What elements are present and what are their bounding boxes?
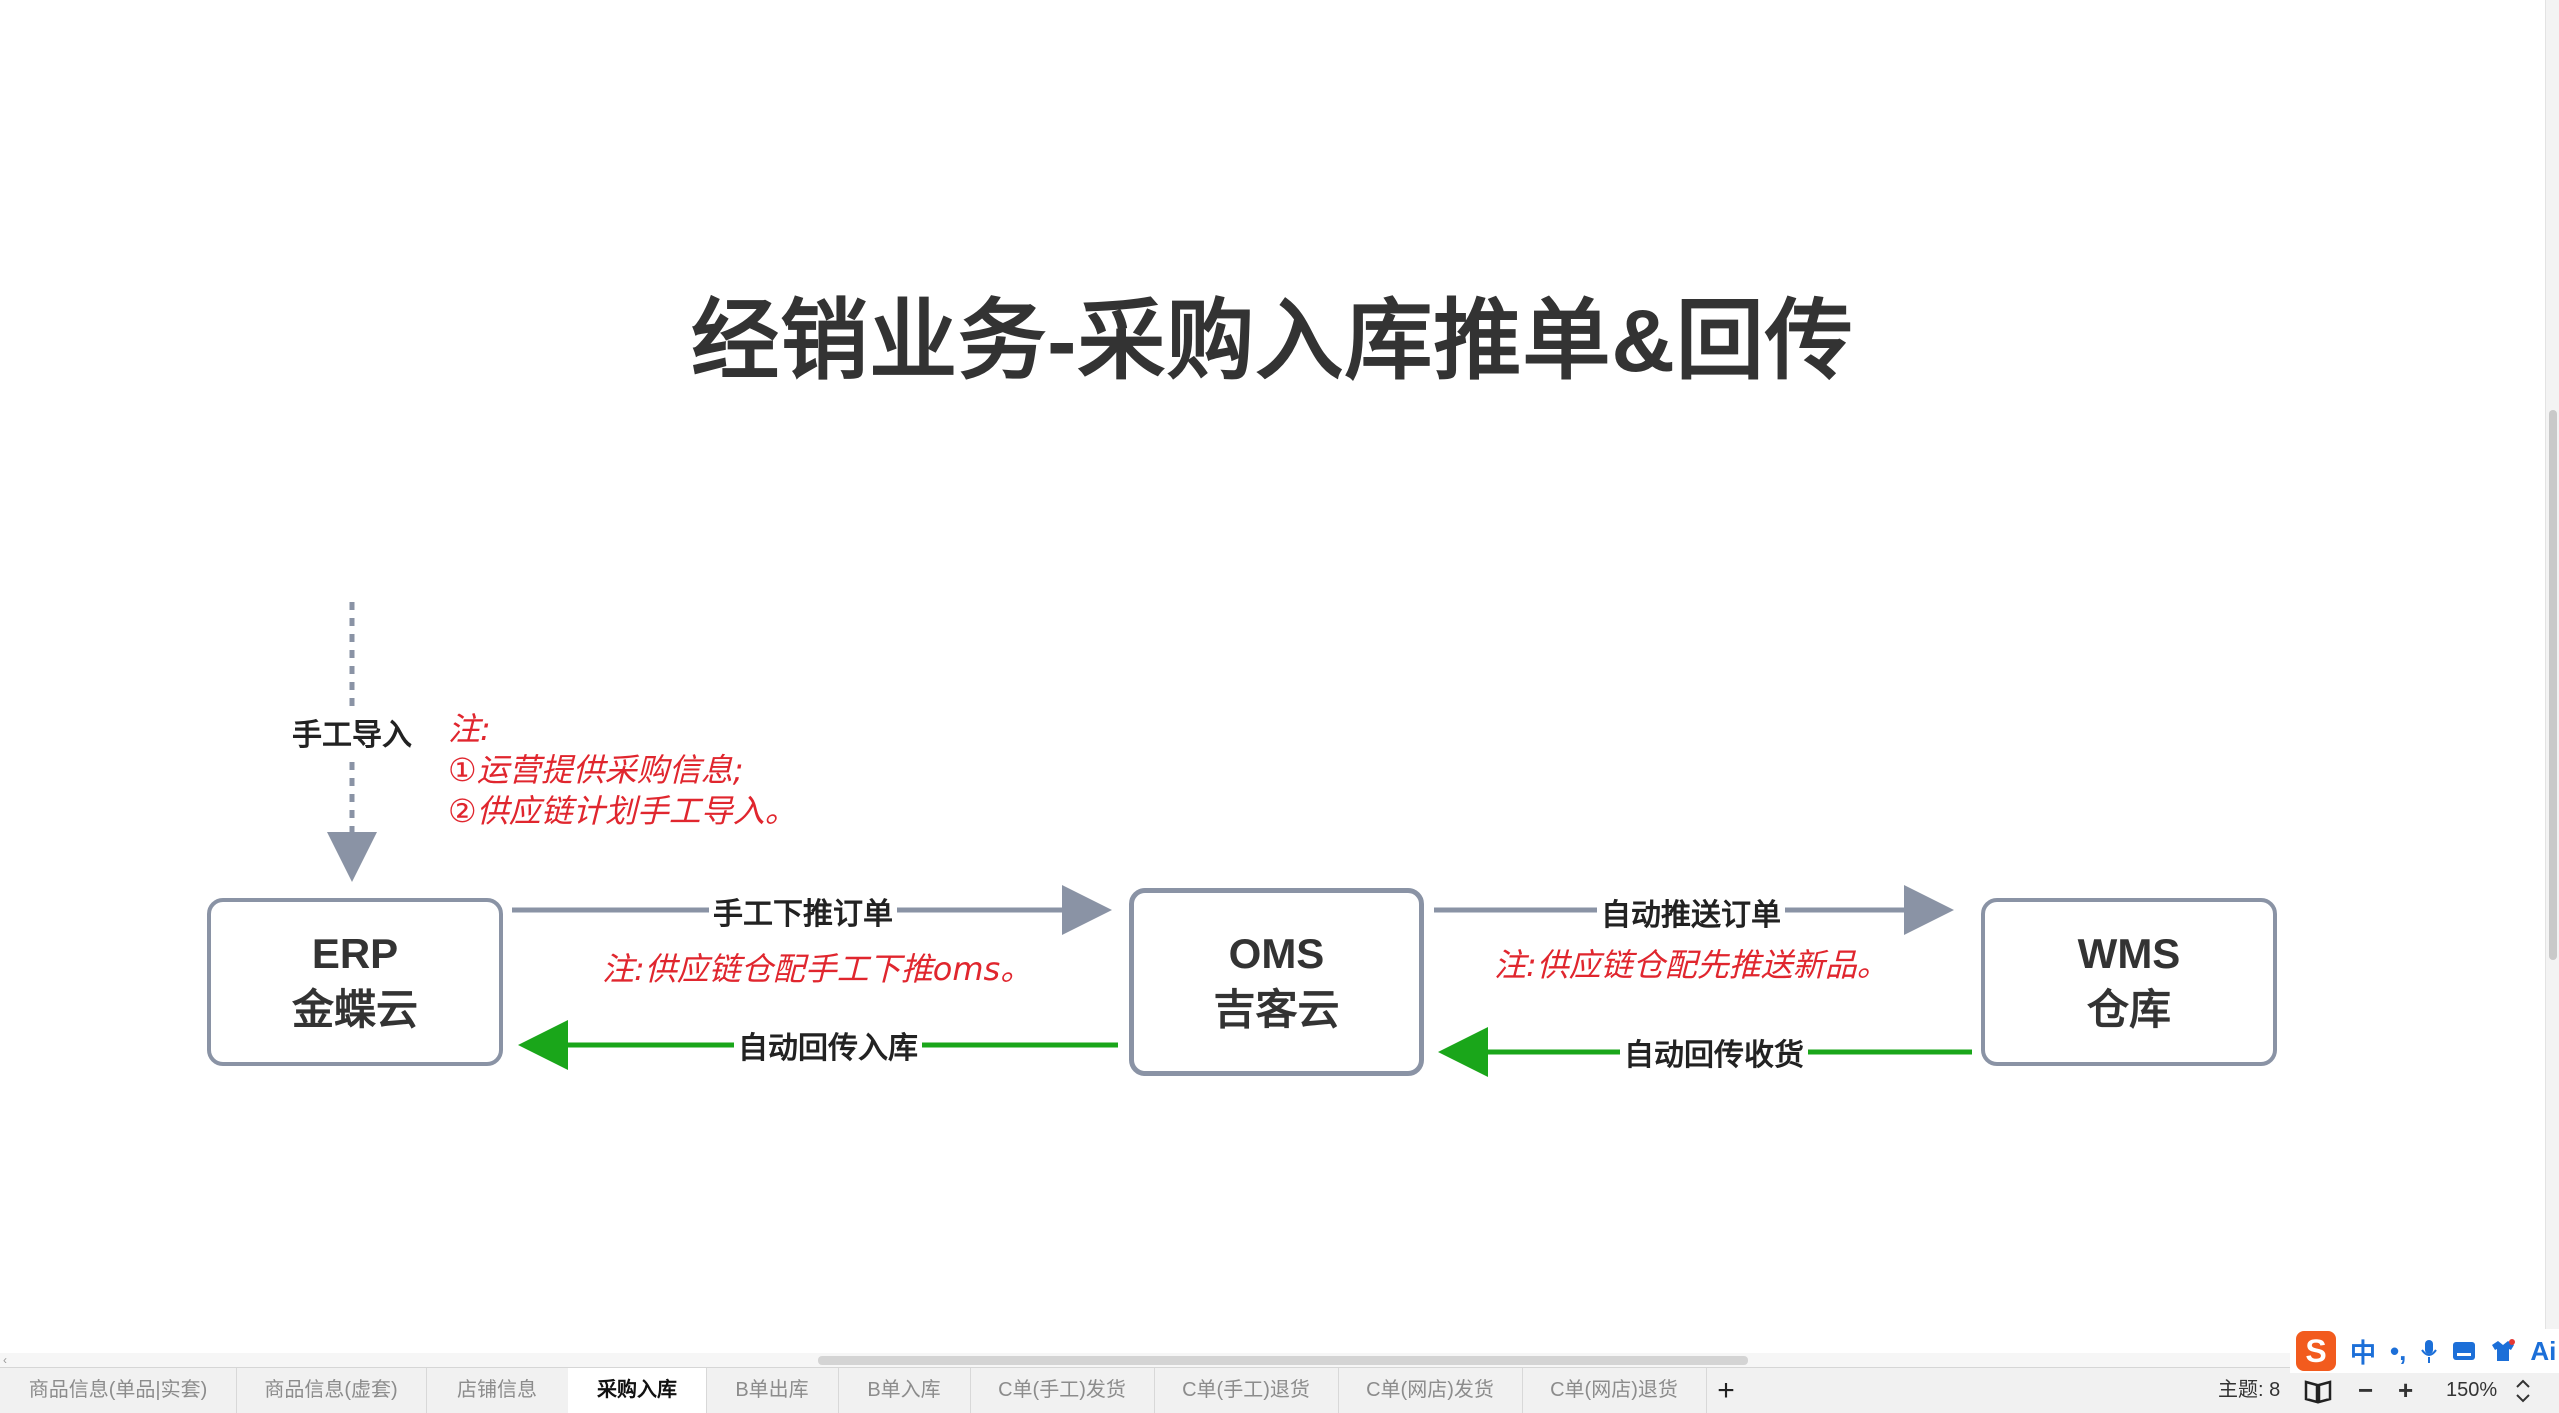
zoom-in-button[interactable]: + (2398, 1375, 2414, 1405)
import-note-line: 注: (448, 710, 491, 748)
oms-node-system: 吉客云 (1213, 986, 1340, 1033)
wms-node-system: 仓库 (2086, 986, 2171, 1033)
add-sheet-button[interactable]: + (1717, 1374, 1735, 1407)
ime-ai[interactable]: Ai (2530, 1335, 2557, 1366)
zoom-level[interactable]: 150% (2446, 1379, 2498, 1401)
zoom-stepper-icon[interactable] (2515, 1378, 2531, 1404)
import-note: 注: ①运营提供采购信息; ②供应链计划手工导入。 (448, 709, 797, 832)
tab-b-inbound[interactable]: B单入库 (838, 1368, 971, 1413)
erp-node-name: ERP (311, 930, 399, 977)
slide-canvas: 经销业务-采购入库推单&回传 ERP 金蝶云 OMS 吉客云 WMS 仓库 手工… (207, 291, 2277, 1077)
ime-punct[interactable]: •, (2390, 1335, 2407, 1366)
wms-node-name: WMS (2077, 930, 2181, 977)
scroll-left-icon[interactable]: ‹ (3, 1353, 7, 1367)
tab-product-virtual[interactable]: 商品信息(虚套) (236, 1368, 427, 1413)
tab-c-manual-return[interactable]: C单(手工)退货 (1154, 1368, 1339, 1413)
erp-node: ERP 金蝶云 (207, 898, 503, 1066)
theme-status: 主题: 8 (2218, 1379, 2281, 1401)
wms-node: WMS 仓库 (1981, 898, 2277, 1066)
manual-import-label: 手工导入 (288, 710, 416, 754)
oms-wms-note: 注:供应链仓配先推送新品。 (1494, 946, 1889, 984)
diagram-title: 经销业务-采购入库推单&回传 (691, 291, 1854, 390)
microphone-icon[interactable] (2420, 1338, 2438, 1364)
vertical-scroll-thumb[interactable] (2549, 410, 2557, 960)
oms-node: OMS 吉客云 (1129, 888, 1424, 1076)
oms-to-erp-label: 自动回传入库 (734, 1023, 922, 1067)
zoom-out-button[interactable]: − (2358, 1375, 2374, 1405)
tab-store-info[interactable]: 店铺信息 (426, 1368, 569, 1413)
skin-shirt-icon[interactable] (2490, 1339, 2516, 1363)
oms-node-name: OMS (1228, 930, 1325, 977)
ime-toolbar: S 中 •, Ai (2290, 1329, 2559, 1373)
sogou-logo[interactable]: S (2296, 1331, 2336, 1371)
vertical-scrollbar[interactable] (2545, 0, 2559, 1360)
tab-c-manual-ship[interactable]: C单(手工)发货 (970, 1368, 1155, 1413)
tab-product-single[interactable]: 商品信息(单品|实套) (0, 1368, 237, 1413)
horizontal-scroll-thumb[interactable] (818, 1356, 1748, 1365)
book-icon[interactable] (2304, 1378, 2332, 1404)
wms-to-oms-label: 自动回传收货 (1620, 1030, 1808, 1074)
tab-purchase-inbound[interactable]: 采购入库 (568, 1368, 707, 1413)
oms-to-wms-label: 自动推送订单 (1597, 890, 1785, 934)
sheet-tab-bar: 商品信息(单品|实套) 商品信息(虚套) 店铺信息 采购入库 B单出库 B单入库… (0, 1367, 2559, 1413)
arrows-layer (327, 602, 1972, 1077)
erp-node-system: 金蝶云 (291, 986, 418, 1033)
import-note-line: ②供应链计划手工导入。 (448, 792, 797, 830)
ime-mode[interactable]: 中 (2350, 1337, 2377, 1368)
import-note-line: ①运营提供采购信息; (448, 751, 744, 789)
erp-oms-note: 注:供应链仓配手工下推oms。 (602, 950, 1033, 988)
keyboard-icon[interactable] (2452, 1340, 2476, 1362)
tab-c-online-ship[interactable]: C单(网店)发货 (1338, 1368, 1523, 1413)
tab-b-outbound[interactable]: B单出库 (706, 1368, 839, 1413)
tab-c-online-return[interactable]: C单(网店)退货 (1522, 1368, 1707, 1413)
erp-to-oms-label: 手工下推订单 (709, 889, 897, 933)
horizontal-scrollbar[interactable]: ‹ (0, 1353, 2545, 1367)
